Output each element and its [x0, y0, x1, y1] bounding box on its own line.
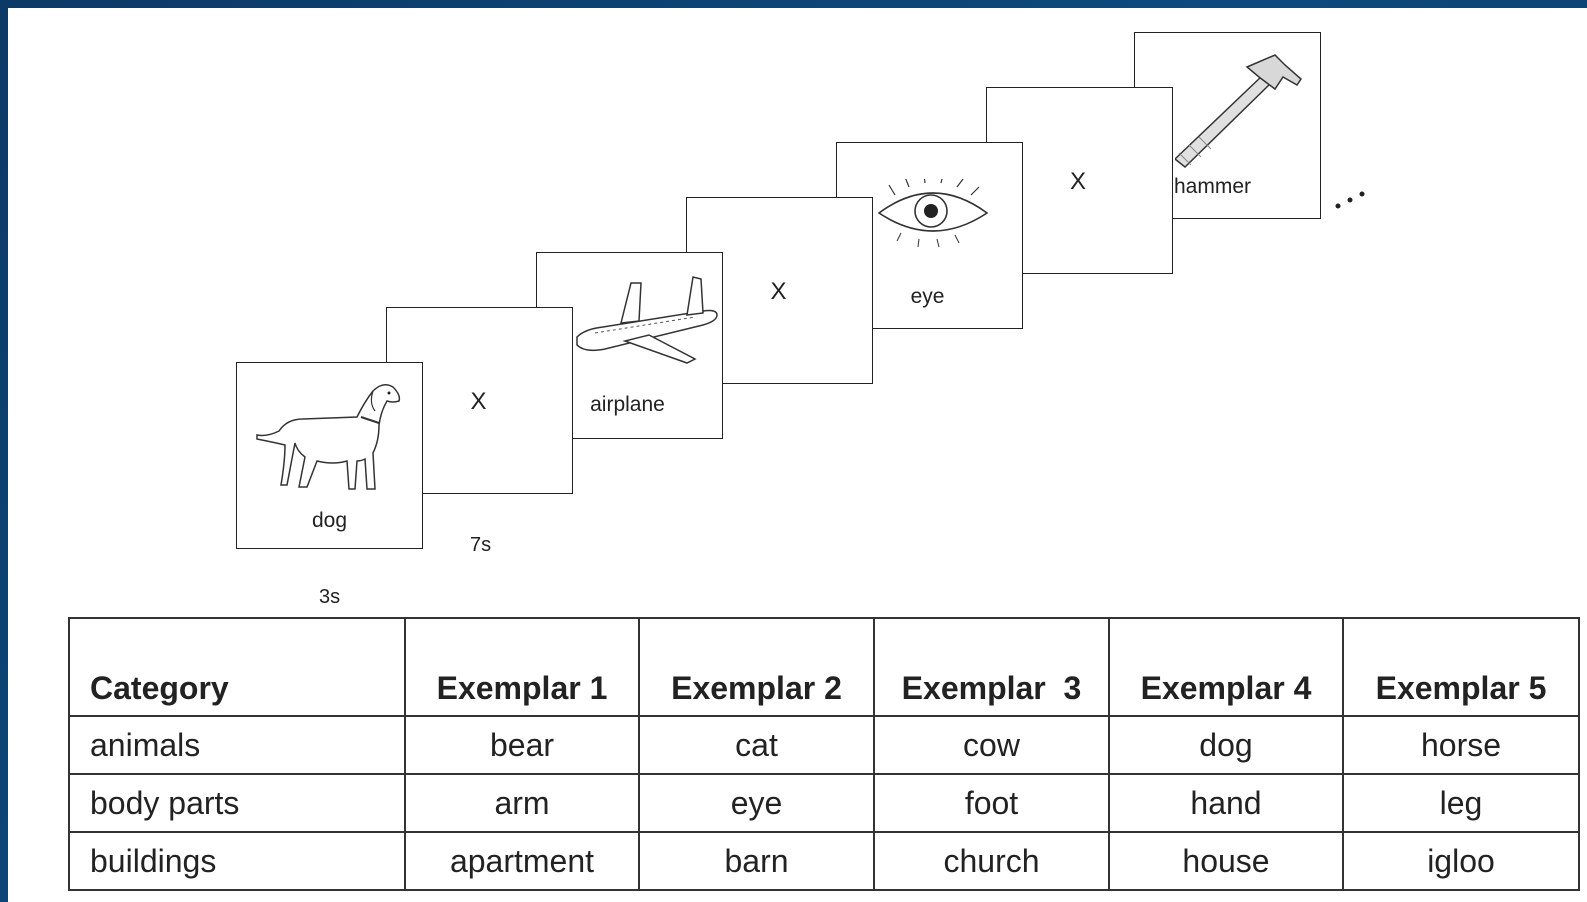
header-exemplar-3: Exemplar 3 — [873, 617, 1110, 717]
category-cell: body parts — [68, 773, 406, 833]
airplane-icon — [576, 276, 718, 364]
exemplar-cell: eye — [638, 773, 875, 833]
exemplar-cell: leg — [1342, 773, 1580, 833]
card-label-hammer: hammer — [1173, 175, 1252, 198]
header-exemplar-4: Exemplar 4 — [1108, 617, 1344, 717]
stimulus-card-dog: dog — [236, 362, 423, 549]
header-exemplar-5: Exemplar 5 — [1342, 617, 1580, 717]
category-cell: animals — [68, 715, 406, 775]
fixation-cross-label: X — [770, 278, 787, 305]
exemplar-cell: hand — [1108, 773, 1344, 833]
card-label-eye: eye — [910, 285, 945, 308]
continuation-dots — [1335, 191, 1365, 209]
header-exemplar-2: Exemplar 2 — [638, 617, 875, 717]
category-exemplar-table: Category Exemplar 1 Exemplar 2 Exemplar … — [68, 617, 1580, 891]
fixation-cross-label: X — [1069, 168, 1086, 195]
card-label-airplane: airplane — [590, 393, 665, 416]
table-header-row: Category Exemplar 1 Exemplar 2 Exemplar … — [68, 617, 1580, 717]
experiment-figure: hammer X eye X airplane X — [8, 8, 1587, 902]
exemplar-cell: barn — [638, 831, 875, 891]
header-category: Category — [68, 617, 406, 717]
table-row: body parts arm eye foot hand leg — [68, 773, 1580, 833]
card-label-dog: dog — [311, 509, 348, 532]
exemplar-cell: igloo — [1342, 831, 1580, 891]
exemplar-cell: cow — [873, 715, 1110, 775]
stimulus-duration-label: 3s — [319, 586, 341, 608]
table-row: buildings apartment barn church house ig… — [68, 831, 1580, 891]
exemplar-cell: foot — [873, 773, 1110, 833]
exemplar-cell: house — [1108, 831, 1344, 891]
header-exemplar-1: Exemplar 1 — [404, 617, 640, 717]
exemplar-cell: church — [873, 831, 1110, 891]
fixation-duration-label: 7s — [470, 534, 492, 556]
exemplar-cell: arm — [404, 773, 640, 833]
eye-icon — [877, 179, 989, 248]
exemplar-cell: horse — [1342, 715, 1580, 775]
table-row: animals bear cat cow dog horse — [68, 715, 1580, 775]
category-cell: buildings — [68, 831, 406, 891]
exemplar-cell: dog — [1108, 715, 1344, 775]
exemplar-cell: cat — [638, 715, 875, 775]
dog-icon — [256, 384, 401, 490]
hammer-icon — [1175, 54, 1302, 169]
exemplar-cell: bear — [404, 715, 640, 775]
exemplar-cell: apartment — [404, 831, 640, 891]
fixation-cross-label: X — [470, 388, 487, 415]
